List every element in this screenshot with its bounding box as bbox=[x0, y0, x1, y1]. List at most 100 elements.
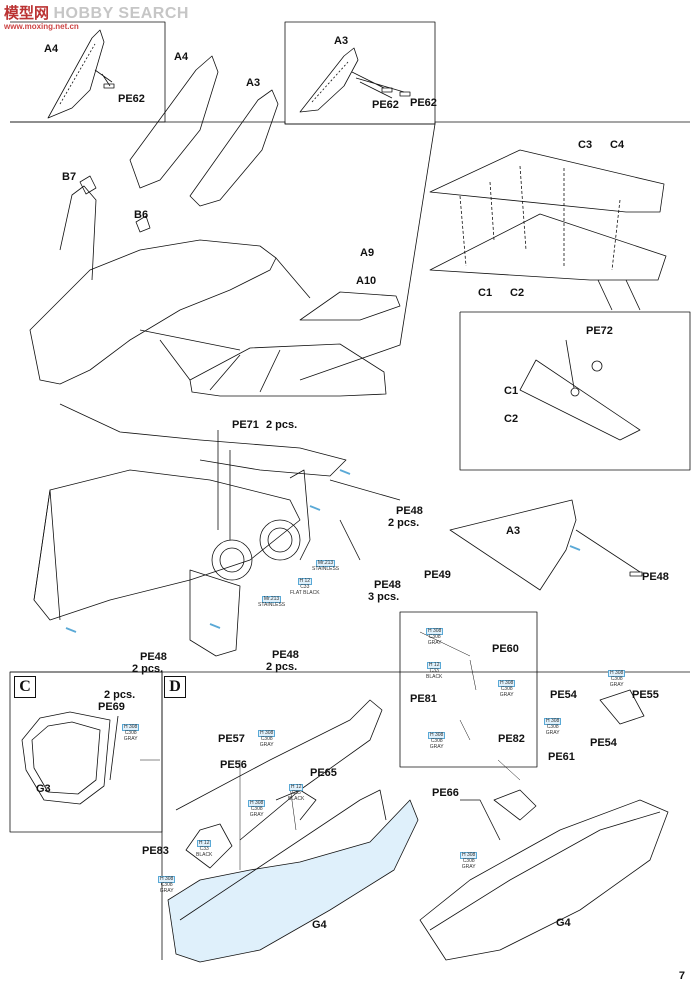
watermark-en: HOBBY SEARCH bbox=[53, 5, 189, 22]
label-a10: A10 bbox=[356, 275, 377, 287]
paint-code-2: C308 bbox=[428, 634, 441, 641]
paint-name: BLACK bbox=[288, 795, 305, 802]
box-top-left bbox=[10, 21, 166, 123]
paint-name: GRAY bbox=[609, 681, 624, 688]
label-b6: B6 bbox=[134, 209, 149, 221]
paint-code-2: C308 bbox=[124, 730, 137, 737]
label-pe49: PE49 bbox=[424, 569, 451, 581]
aileron-detail bbox=[519, 339, 641, 441]
paint-name: GRAY bbox=[259, 741, 274, 748]
section-c-letter: C bbox=[14, 676, 36, 698]
label-b7: B7 bbox=[62, 171, 77, 183]
label-a3-main: A3 bbox=[246, 77, 261, 89]
leader-lines bbox=[140, 631, 521, 870]
label-pe82: PE82 bbox=[498, 733, 525, 745]
label-g4-right: G4 bbox=[556, 917, 571, 929]
paint-code-2: C308 bbox=[250, 806, 263, 813]
label-pe62-top-right-2: PE62 bbox=[410, 97, 437, 109]
cockpit-g4-right bbox=[419, 689, 669, 961]
paint-code-2: C308 bbox=[260, 736, 273, 743]
label-pe48-a: PE48 bbox=[396, 505, 423, 517]
watermark-cn: 模型网 bbox=[4, 5, 50, 22]
paint-code-2: C33 bbox=[300, 584, 310, 591]
label-c3: C3 bbox=[578, 139, 593, 151]
label-a4-main: A4 bbox=[174, 51, 189, 63]
fin-a3-right bbox=[449, 499, 643, 591]
label-pe62-top-left: PE62 bbox=[118, 93, 145, 105]
paint-code-2: C33 bbox=[291, 790, 301, 797]
paint-name: GRAY bbox=[249, 811, 264, 818]
label-pe61: PE61 bbox=[548, 751, 575, 763]
paint-name: FLAT BLACK bbox=[290, 589, 320, 596]
airframe-mid bbox=[33, 403, 401, 657]
label-pe54-top: PE54 bbox=[550, 689, 577, 701]
label-pe72: PE72 bbox=[586, 325, 613, 337]
label-pe54-bottom: PE54 bbox=[590, 737, 617, 749]
paint-name: BLACK bbox=[196, 851, 213, 858]
watermark-logo: 模型网 HOBBY SEARCH www.moxing.net.cn bbox=[4, 2, 189, 31]
box-pe60 bbox=[399, 611, 538, 768]
label-pe69-qty: 2 pcs. bbox=[104, 689, 136, 701]
label-pe48-a-qty: 2 pcs. bbox=[388, 517, 420, 529]
label-pe71: PE71 bbox=[232, 419, 259, 431]
label-a4-top: A4 bbox=[44, 43, 59, 55]
paint-name: GRAY bbox=[499, 691, 514, 698]
label-a3-top: A3 bbox=[334, 35, 349, 47]
label-pe66: PE66 bbox=[432, 787, 459, 799]
label-pe48-d: PE48 bbox=[272, 649, 299, 661]
paint-name: GRAY bbox=[429, 743, 444, 750]
label-pe71-qty: 2 pcs. bbox=[266, 419, 298, 431]
label-pe62-top-right-1: PE62 bbox=[372, 99, 399, 111]
fin-a3-inset bbox=[299, 47, 411, 113]
box-detail-c bbox=[459, 311, 691, 471]
label-a3-right: A3 bbox=[506, 525, 521, 537]
paint-code-2: C308 bbox=[610, 676, 623, 683]
label-pe60: PE60 bbox=[492, 643, 519, 655]
paint-code-2: C33 bbox=[199, 846, 209, 853]
label-pe57: PE57 bbox=[218, 733, 245, 745]
fin-a4-inset bbox=[47, 29, 115, 119]
label-pe48-right: PE48 bbox=[642, 571, 669, 583]
label-pe56: PE56 bbox=[220, 759, 247, 771]
paint-code-2: C308 bbox=[430, 738, 443, 745]
airframe-upper bbox=[29, 55, 436, 397]
watermark-url: www.moxing.net.cn bbox=[4, 22, 79, 31]
paint-name: GRAY bbox=[545, 729, 560, 736]
paint-code-2: C308 bbox=[500, 686, 513, 693]
label-a9: A9 bbox=[360, 247, 375, 259]
label-pe48-c: PE48 bbox=[140, 651, 167, 663]
label-pe65: PE65 bbox=[310, 767, 337, 779]
paint-name: STAINLESS bbox=[258, 602, 286, 609]
paint-name: GRAY bbox=[159, 887, 174, 894]
label-c1-top: C1 bbox=[478, 287, 493, 299]
label-pe48-b-qty: 3 pcs. bbox=[368, 591, 400, 603]
label-pe48-c-qty: 2 pcs. bbox=[132, 663, 164, 675]
paint-code-2: C308 bbox=[546, 724, 559, 731]
label-pe69: PE69 bbox=[98, 701, 125, 713]
paint-name: BLACK bbox=[426, 673, 443, 680]
cockpit-g4-left bbox=[167, 699, 419, 963]
paint-code-2: C308 bbox=[462, 858, 475, 865]
label-c4: C4 bbox=[610, 139, 625, 151]
label-pe48-b: PE48 bbox=[374, 579, 401, 591]
label-pe55: PE55 bbox=[632, 689, 659, 701]
section-d-letter: D bbox=[164, 676, 186, 698]
page-number: 7 bbox=[678, 970, 685, 982]
